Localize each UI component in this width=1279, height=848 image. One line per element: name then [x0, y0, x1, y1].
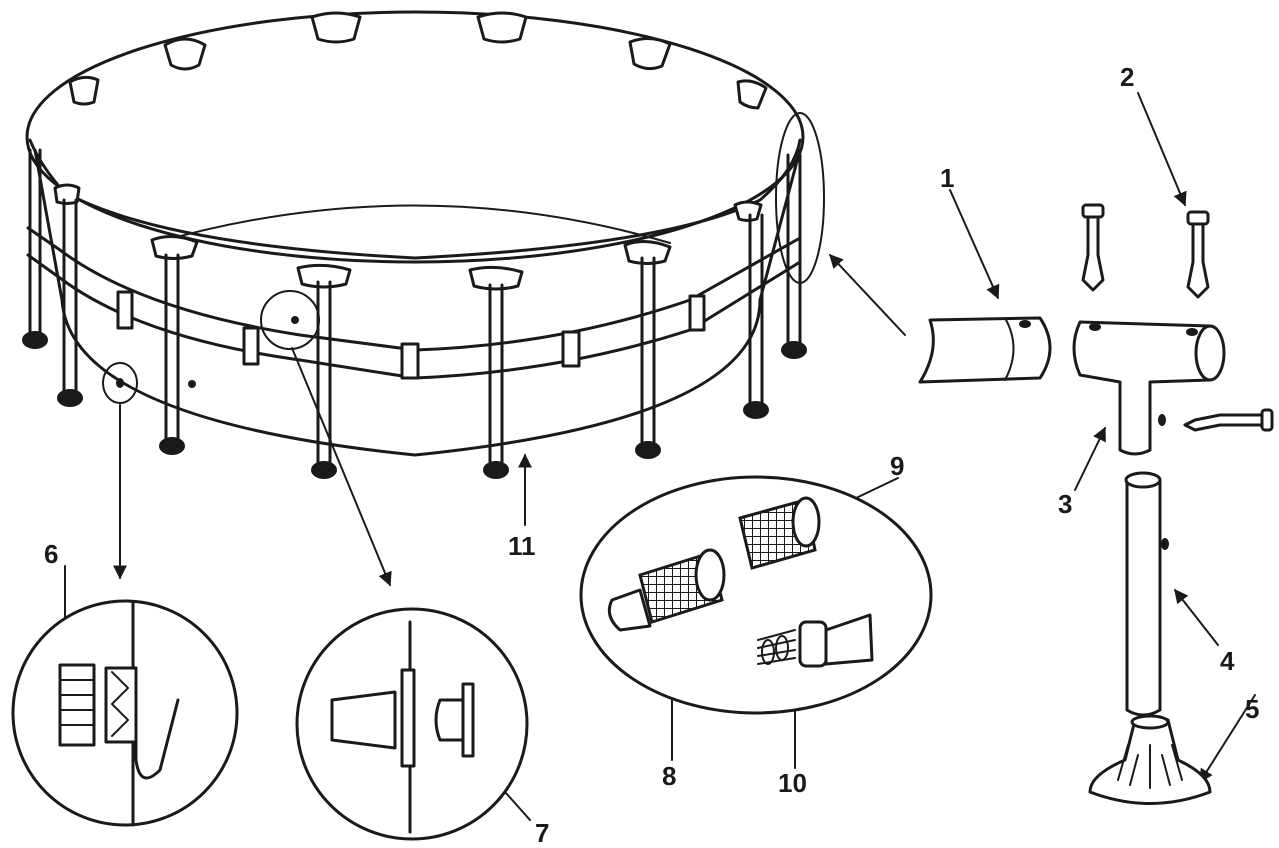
- pool-leg-feet: [22, 331, 807, 479]
- callout-number-3: 3: [1058, 489, 1072, 519]
- rim-connectors: [53, 11, 768, 291]
- pool-top-rim: [25, 10, 805, 264]
- callout-number-1: 1: [940, 163, 954, 193]
- callout-number-4: 4: [1220, 646, 1235, 676]
- pool-legs: [28, 148, 802, 467]
- pool-inner-wall: [154, 204, 671, 244]
- callout-number-10: 10: [778, 768, 807, 798]
- callout-number-2: 2: [1120, 62, 1134, 92]
- horizontal-beam: [918, 316, 1052, 384]
- leg-foot-cap: [1088, 714, 1212, 805]
- pool-liner-side-right: [758, 148, 802, 302]
- callout-circle-outlet: [260, 290, 320, 350]
- callout-number-5: 5: [1245, 694, 1259, 724]
- callout-number-11: 11: [508, 531, 536, 561]
- detail-outlet: [295, 607, 529, 841]
- t-joint: [1072, 320, 1226, 456]
- detail-valve: [11, 599, 239, 827]
- callout-number-7: 7: [535, 818, 549, 848]
- callout-number-6: 6: [44, 539, 58, 569]
- pool-belt-straps: [26, 226, 802, 380]
- locking-pins: [1081, 203, 1274, 432]
- pool-liner-wall: [60, 298, 762, 457]
- callout-numbers: 1 2 3 4 5 6 7 8 9 10 11: [44, 62, 1259, 848]
- callout-circle-frame-joint: [775, 112, 825, 284]
- frame-parts: [918, 203, 1274, 805]
- detail-strainers: [579, 475, 933, 715]
- callout-number-9: 9: [890, 451, 904, 481]
- vertical-leg: [1124, 471, 1169, 717]
- callout-number-8: 8: [662, 761, 676, 791]
- callout-circle-valve: [102, 362, 138, 404]
- pool-illustration: [22, 10, 825, 479]
